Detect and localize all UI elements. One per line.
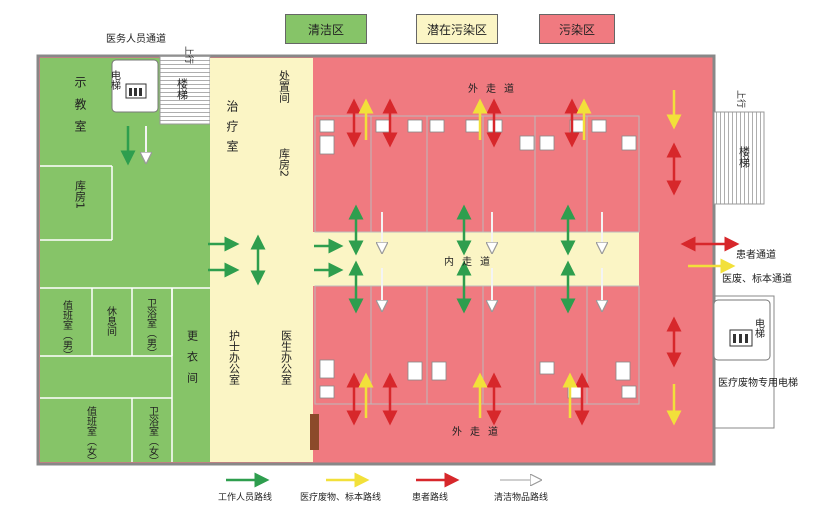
label-waste-elevator-line: 医疗废物专用电梯 [718,376,798,389]
label-doctor-office: 医生办公室 [280,330,293,385]
label-bath-male: 卫浴室（男） [145,298,157,358]
legend-contaminated-zone: 污染区 [539,14,615,44]
label-changing: 更衣间 [186,330,199,393]
elevator-left [111,59,159,113]
label-disposal: 处置间 [278,70,291,104]
label-outer-corridor-top: 外走道 [468,82,522,95]
label-staff-passage: 医务人员通道 [106,32,166,45]
label-outer-corridor-bottom: 外走道 [452,425,506,438]
legend-clean-zone: 清洁区 [285,14,367,44]
label-up-right: 上行 [735,90,747,108]
label-waste-elevator: 医疗废物专用电梯 [718,376,798,389]
wards-top [314,115,640,233]
legend-clean-zone-label: 清洁区 [307,22,344,37]
label-elevator-right: 电梯 [753,317,765,339]
label-rest: 休息间 [105,306,117,337]
semi-zone-nurse-office [210,286,262,462]
legend-contaminated-zone-label: 污染区 [558,22,595,37]
label-up-left: 上行 [183,46,195,64]
legend-staff-label: 工作人员路线 [218,491,272,503]
legend-supply-label: 清洁物品路线 [494,491,548,503]
inner-corridor [313,232,639,286]
label-nurse-office: 护士办公室 [228,329,241,385]
elevator-people-icon-right [729,329,753,347]
semi-zone-storage2 [260,118,313,230]
label-duty-male: 值班室（男） [61,299,73,360]
label-stairs-left: 楼梯 [176,77,189,101]
legend-semi-zone-label: 潜在污染区 [426,22,487,37]
label-teaching: 示教室 [73,76,87,142]
semi-zone-disposal [260,58,313,118]
clean-zone-walls [40,165,210,462]
label-storage1: 库房1 [74,180,87,209]
legend-patient-label: 患者路线 [412,491,448,503]
stairs-right [713,111,765,205]
label-inner-corridor: 内走道 [444,255,498,268]
semi-zone-doctor-office [262,286,313,462]
elevator-people-icon-left [125,83,147,99]
label-treatment: 治疗室 [225,100,239,160]
door-doctor-office [310,414,319,450]
label-duty-female: 值班室（女） [85,405,97,466]
semi-zone-treatment [210,58,260,230]
label-elevator-left: 电梯 [109,69,121,91]
semi-zone-buffer [210,230,313,286]
clean-zone-left [40,58,210,462]
patient-routes [346,98,682,426]
label-bath-female: 卫浴室（女） [147,406,159,466]
supply-routes [146,126,602,306]
waste-elevator-frame [713,295,775,429]
label-stairs-right: 楼梯 [738,145,751,169]
label-waste-passage: 医废、标本通道 [722,272,792,285]
staff-routes [120,126,576,314]
label-patient-passage: 患者通道 [736,248,776,261]
legend-semi-zone: 潜在污染区 [416,14,498,44]
legend-waste-label: 医疗废物、标本路线 [300,491,381,503]
label-storage2: 库房2 [278,148,291,177]
waste-routes [358,90,682,426]
